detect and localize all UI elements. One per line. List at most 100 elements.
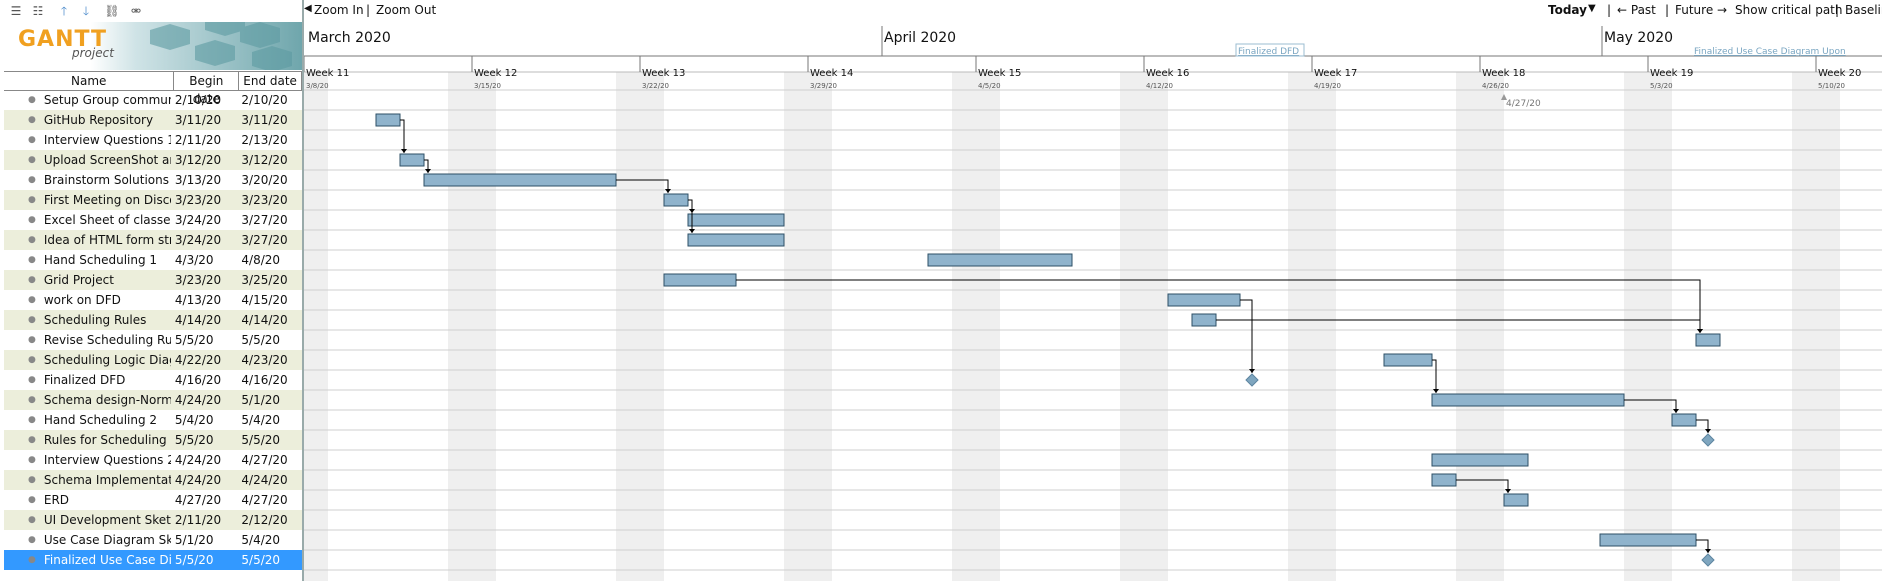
task-bar — [1671, 413, 1697, 427]
task-bullet-icon: ● — [28, 155, 36, 165]
task-row[interactable]: ●Revise Scheduling Rules5/5/205/5/20 — [4, 330, 302, 350]
task-end-date: 3/23/20 — [241, 193, 288, 207]
task-row[interactable]: ●UI Development Sketc...2/11/202/12/20 — [4, 510, 302, 530]
dependency-arrowhead — [1505, 489, 1511, 493]
week-label: Week 11 — [306, 68, 349, 79]
task-end-date: 3/27/20 — [241, 213, 288, 227]
task-name: First Meeting on Disco... — [43, 193, 171, 207]
task-bullet-icon: ● — [28, 555, 36, 565]
week-label: Week 17 — [1314, 68, 1357, 79]
baseline-button[interactable]: Baselin — [1845, 3, 1882, 17]
task-begin-date: 3/24/20 — [174, 213, 222, 227]
task-end-date: 4/24/20 — [241, 473, 288, 487]
task-bullet-icon: ● — [28, 375, 36, 385]
task-begin-date: 4/27/20 — [174, 493, 222, 507]
today-dropdown-icon[interactable]: ▼ — [1588, 3, 1596, 14]
task-end-date: 2/12/20 — [241, 513, 288, 527]
task-row[interactable]: ●Excel Sheet of classes ...3/24/203/27/2… — [4, 210, 302, 230]
unlink-icon[interactable]: ⚮ — [130, 4, 142, 18]
weekend-column — [1120, 72, 1168, 581]
task-begin-date: 5/5/20 — [174, 433, 214, 447]
task-end-date: 4/8/20 — [241, 253, 281, 267]
indent-list-icon[interactable]: ☰ — [10, 4, 22, 18]
link-icon[interactable]: ⛓ — [104, 4, 120, 18]
future-button[interactable]: Future → — [1675, 3, 1728, 17]
task-name: UI Development Sketc... — [43, 513, 171, 527]
week-label: Week 12 — [474, 68, 517, 79]
task-row[interactable]: ●Upload ScreenShot an...3/12/203/12/20 — [4, 150, 302, 170]
task-bullet-icon: ● — [28, 175, 36, 185]
logo-subtitle: project — [72, 46, 114, 60]
task-row[interactable]: ●Use Case Diagram Ske...5/1/205/4/20 — [4, 530, 302, 550]
toolbar-separator: | — [1835, 3, 1840, 17]
task-row[interactable]: ●First Meeting on Disco...3/23/203/23/20 — [4, 190, 302, 210]
week-label: Week 20 — [1818, 68, 1861, 79]
task-name: Hand Scheduling 2 — [43, 413, 158, 427]
task-end-date: 3/25/20 — [241, 273, 288, 287]
zoom-in-button[interactable]: Zoom In — [314, 3, 364, 17]
week-label: Week 19 — [1650, 68, 1693, 79]
zoom-out-button[interactable]: Zoom Out — [376, 3, 437, 17]
week-date-label: 3/8/20 — [306, 82, 329, 90]
task-row[interactable]: ●Scheduling Logic Diag...4/22/204/23/20 — [4, 350, 302, 370]
task-bullet-icon: ● — [28, 435, 36, 445]
task-bar — [687, 233, 785, 247]
column-header-name[interactable]: Name — [4, 72, 175, 90]
task-row[interactable]: ●Setup Group commun...2/10/202/10/20 — [4, 90, 302, 110]
task-begin-date: 4/14/20 — [174, 313, 222, 327]
column-header-begin-date[interactable]: Begin date — [174, 72, 240, 106]
logo-hex-pattern — [150, 22, 292, 70]
outdent-list-icon[interactable]: ☷ — [32, 4, 44, 18]
task-bullet-icon: ● — [28, 355, 36, 365]
task-bullet-icon: ● — [28, 195, 36, 205]
column-header-end-date[interactable]: End date — [239, 72, 302, 90]
collapse-arrow-icon[interactable]: ◀ — [304, 3, 312, 14]
task-row[interactable]: ●Finalized Use Case Dia...5/5/205/5/20 — [4, 550, 302, 570]
task-end-date: 4/16/20 — [241, 373, 288, 387]
weekend-column — [1288, 72, 1336, 581]
task-bar — [1191, 313, 1217, 327]
task-begin-date: 2/11/20 — [174, 133, 222, 147]
task-name: Setup Group commun... — [43, 93, 171, 107]
weekend-column — [616, 72, 664, 581]
dependency-arrowhead — [1249, 369, 1255, 373]
task-rows: ●Setup Group commun...2/10/202/10/20●Git… — [4, 90, 302, 570]
today-button[interactable]: Today — [1548, 3, 1587, 17]
critical-path-button[interactable]: Show critical path — [1735, 3, 1843, 17]
dependency-arrow — [688, 199, 693, 233]
task-bullet-icon: ● — [28, 315, 36, 325]
dependency-arrow — [1240, 299, 1253, 373]
move-down-icon[interactable]: 🡓 — [82, 4, 90, 18]
task-name: Use Case Diagram Ske... — [43, 533, 171, 547]
task-begin-date: 5/5/20 — [174, 333, 214, 347]
task-bar — [1695, 333, 1721, 347]
task-bullet-icon: ● — [28, 415, 36, 425]
today-marker-icon — [1501, 94, 1507, 100]
toolbar-separator: | — [366, 3, 371, 17]
toolbar-separator: | — [1607, 3, 1612, 17]
task-name: Hand Scheduling 1 — [43, 253, 158, 267]
past-button[interactable]: ← Past — [1617, 3, 1656, 17]
task-row[interactable]: ●Schema Implementati...4/24/204/24/20 — [4, 470, 302, 490]
task-begin-date: 3/23/20 — [174, 273, 222, 287]
move-up-icon[interactable]: 🡑 — [60, 4, 68, 18]
dependency-arrow — [424, 159, 429, 173]
task-bar — [687, 213, 785, 227]
milestone-diamond — [1701, 553, 1715, 567]
task-end-date: 4/14/20 — [241, 313, 288, 327]
